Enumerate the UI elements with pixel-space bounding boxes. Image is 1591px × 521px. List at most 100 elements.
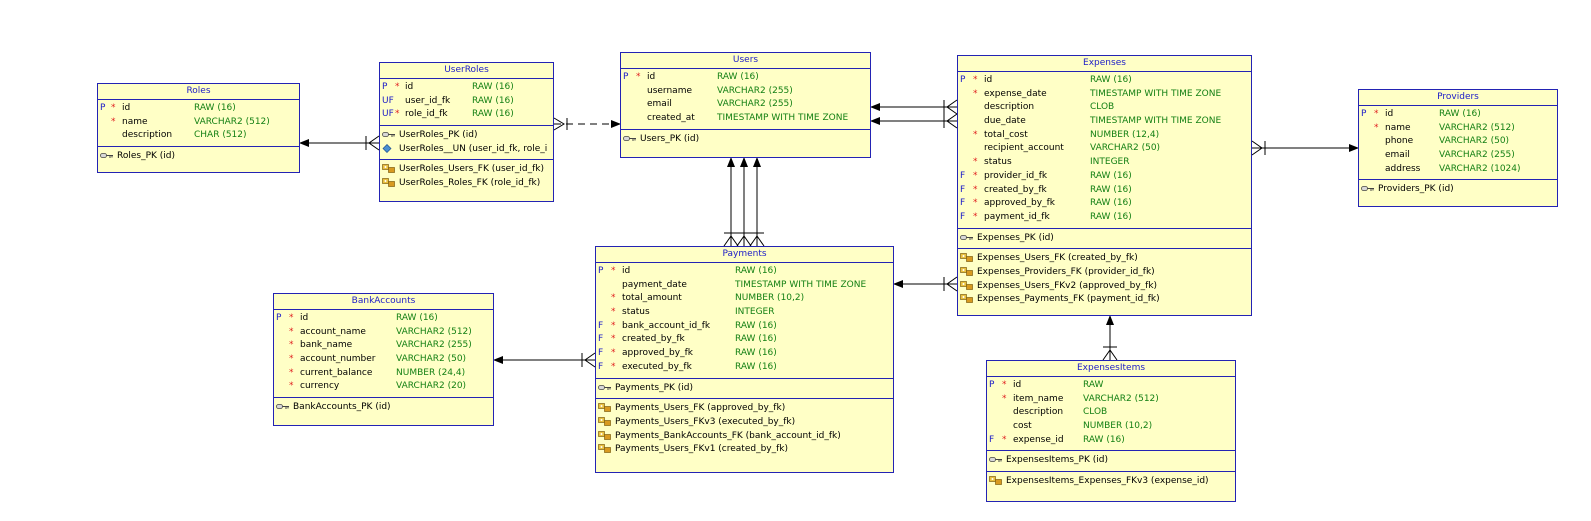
key-section: ExpensesItems_PK (id)	[987, 450, 1235, 471]
column-name: email	[1385, 150, 1410, 161]
column-name: phone	[1385, 136, 1414, 147]
primary-key-row[interactable]: ExpensesItems_PK (id)	[987, 454, 1235, 468]
column-flag: F	[960, 198, 966, 209]
column-flag: P	[100, 103, 106, 113]
required-marker: *	[636, 72, 641, 82]
foreign-key-row[interactable]: UserRoles_Users_FK (user_id_fk)	[380, 163, 553, 177]
primary-key-row[interactable]: BankAccounts_PK (id)	[274, 401, 493, 415]
primary-key-row[interactable]: Payments_PK (id)	[596, 382, 893, 396]
foreign-key-row[interactable]: Expenses_Users_FK (created_by_fk)	[958, 252, 1251, 266]
column-flag: F	[598, 320, 604, 331]
column-name: approved_by_fk	[984, 198, 1055, 209]
column-name: provider_id_fk	[984, 170, 1048, 181]
column-name: user_id_fk	[405, 95, 451, 106]
key-icon	[960, 233, 974, 242]
foreign-key-row[interactable]: Payments_BankAccounts_FK (bank_account_i…	[596, 430, 893, 444]
foreign-key-row[interactable]: UserRoles_Roles_FK (role_id_fk)	[380, 177, 553, 191]
relation-key-icon	[960, 253, 974, 263]
foreign-key-row[interactable]: Payments_Users_FKv1 (created_by_fk)	[596, 443, 893, 457]
required-marker: *	[973, 88, 978, 99]
foreign-key-row[interactable]: Payments_Users_FK (approved_by_fk)	[596, 402, 893, 416]
foreign-key-row[interactable]: Expenses_Providers_FK (provider_id_fk)	[958, 266, 1251, 280]
column-flag: F	[960, 211, 966, 222]
required-marker: *	[611, 348, 616, 359]
column-type: RAW (16)	[472, 109, 514, 120]
foreign-key-section: Expenses_Users_FK (created_by_fk)Expense…	[958, 248, 1251, 310]
foreign-key-row[interactable]: Payments_Users_FKv3 (executed_by_fk)	[596, 416, 893, 430]
foreign-key-row[interactable]: ExpensesItems_Expenses_FKv3 (expense_id)	[987, 475, 1235, 489]
foreign-key-label: Expenses_Payments_FK (payment_id_fk)	[977, 294, 1160, 305]
column-type: RAW (16)	[735, 361, 777, 372]
required-marker: *	[289, 326, 294, 337]
primary-key-row[interactable]: Users_PK (id)	[621, 133, 870, 147]
column-type: NUMBER (12,4)	[1090, 129, 1160, 140]
column-type: NUMBER (10,2)	[735, 293, 805, 304]
foreign-key-row[interactable]: Expenses_Payments_FK (payment_id_fk)	[958, 293, 1251, 307]
primary-key-row[interactable]: UserRoles_PK (id)	[380, 129, 553, 143]
primary-key-row[interactable]: Providers_PK (id)	[1359, 183, 1557, 197]
unique-key-row[interactable]: UserRoles__UN (user_id_fk, role_i	[380, 143, 553, 157]
column-name: expense_date	[984, 88, 1047, 99]
column-type: RAW (16)	[735, 320, 777, 331]
table-title: Expenses	[958, 56, 1251, 72]
foreign-key-row[interactable]: Expenses_Users_FKv2 (approved_by_fk)	[958, 280, 1251, 294]
primary-key-row[interactable]: Expenses_PK (id)	[958, 232, 1251, 246]
primary-key-row[interactable]: Roles_PK (id)	[98, 150, 299, 164]
